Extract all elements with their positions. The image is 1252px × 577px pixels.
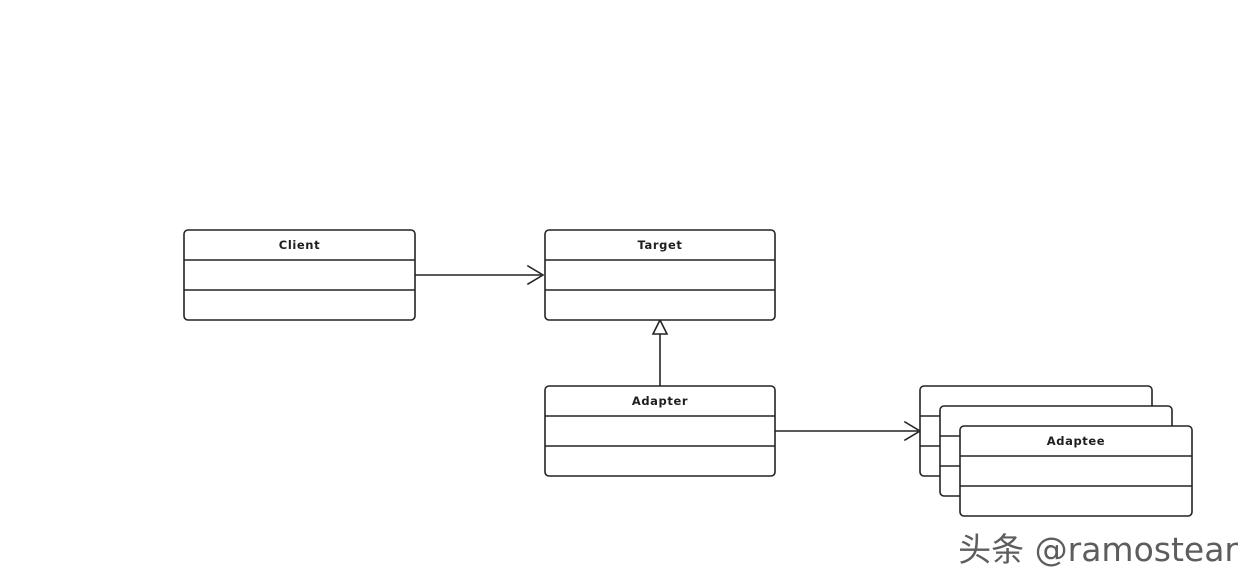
relation-adapter-to-adaptee[interactable] (775, 420, 922, 442)
class-box-adaptee-front-sheet: Adaptee (959, 425, 1193, 517)
class-name-label: Client (279, 238, 320, 252)
open-arrowhead-icon (526, 264, 545, 286)
class-box-outline (544, 229, 776, 321)
class-box-adaptee-stack[interactable]: Adaptee (919, 385, 1193, 517)
class-box-outline (959, 425, 1193, 517)
class-box-adapter[interactable]: Adapter (544, 385, 776, 477)
class-name-label: Target (638, 238, 683, 252)
class-box-client[interactable]: Client (183, 229, 416, 321)
watermark-text: 头条 @ramostear (958, 530, 1238, 569)
relation-adapter-to-target[interactable] (651, 318, 669, 386)
class-box-outline (183, 229, 416, 321)
class-box-outline (544, 385, 776, 477)
class-name-label: Adaptee (1047, 434, 1105, 448)
class-box-target[interactable]: Target (544, 229, 776, 321)
relation-client-to-target[interactable] (415, 264, 545, 286)
hollow-triangle-arrowhead-icon (651, 318, 669, 335)
class-name-label: Adapter (632, 394, 688, 408)
